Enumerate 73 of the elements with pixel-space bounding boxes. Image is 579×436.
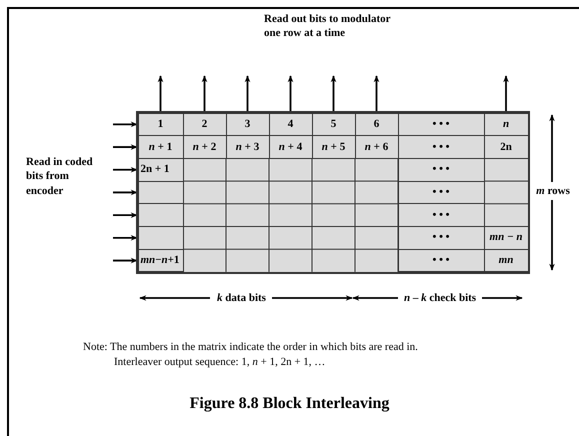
- matrix-cell: [268, 135, 312, 159]
- dimension-label: m rows: [535, 184, 571, 198]
- cell-text: 4: [288, 118, 294, 130]
- cell-text: 6: [374, 118, 380, 130]
- heading-text: Read out bits to modulator one row at a time: [264, 12, 392, 41]
- cell-text: n: [502, 118, 510, 130]
- cell-text: • • •: [432, 164, 450, 176]
- arrow: [113, 122, 138, 128]
- matrix-cell: [354, 135, 398, 159]
- figure-caption: Figure 8.8 Block Interleaving: [188, 395, 390, 413]
- matrix-cell: [312, 112, 356, 136]
- dimension-label: n – k check bits: [402, 291, 478, 306]
- cell-text: • • •: [432, 255, 450, 266]
- cell-text: 2n: [500, 142, 512, 153]
- arrow: [113, 212, 138, 218]
- cell-text: • • •: [432, 142, 450, 153]
- matrix-cell: [138, 226, 184, 250]
- cell-text: • • •: [432, 186, 450, 198]
- matrix-cell: [398, 135, 484, 159]
- cell-text: • • •: [432, 232, 450, 244]
- note-text: Note: The numbers in the matrix indicate the order in which bits are read in.: [83, 340, 419, 354]
- cell-text: n + 5: [322, 142, 346, 153]
- arrow: [244, 75, 250, 112]
- side-label: Read in coded bits from encoder: [26, 155, 94, 198]
- matrix-cell: [268, 112, 312, 136]
- arrow: [503, 75, 509, 112]
- matrix-cell: [226, 135, 270, 159]
- note-text: Interleaver output sequence: 1, n + 1, 2n + 1, …: [114, 355, 326, 370]
- matrix-cell: [182, 135, 226, 159]
- cell-text: n + 6: [364, 142, 388, 153]
- matrix-cell: [398, 158, 484, 182]
- matrix-cell: [354, 112, 398, 136]
- matrix-cell: [138, 248, 184, 272]
- arrow: [113, 144, 138, 150]
- cell-text: 2: [202, 118, 208, 130]
- cell-text: 5: [330, 118, 336, 130]
- matrix-cell: [138, 203, 184, 227]
- matrix-cell: [138, 158, 184, 182]
- arrow: [113, 166, 138, 173]
- cell-text: 1: [158, 118, 164, 130]
- cell-text: 2n + 1: [140, 164, 170, 176]
- cell-text: n + 4: [278, 142, 302, 153]
- cell-text: • • •: [432, 210, 450, 221]
- arrow: [330, 75, 336, 112]
- cell-text: n + 3: [236, 142, 260, 153]
- matrix-cell: [226, 112, 270, 136]
- arrow: [202, 75, 208, 112]
- arrow: [113, 190, 138, 196]
- matrix-cell: [398, 226, 484, 250]
- matrix-cell: [138, 112, 184, 136]
- matrix-cell: [484, 135, 528, 159]
- arrow: [113, 235, 138, 241]
- cell-text: mn − n: [490, 232, 522, 244]
- cell-text: mn−n+1: [140, 255, 180, 266]
- arrow: [158, 75, 164, 112]
- cell-text: n + 2: [192, 142, 216, 153]
- cell-text: • • •: [432, 118, 450, 130]
- matrix-cell: [138, 135, 184, 159]
- matrix-cell: [138, 180, 184, 204]
- interleaver-matrix: [138, 113, 528, 272]
- arrow: [374, 75, 380, 112]
- arrow: [113, 258, 138, 264]
- arrow: [288, 75, 294, 112]
- cell-text: mn: [498, 255, 514, 266]
- matrix-cell: [398, 248, 484, 272]
- cell-text: n + 1: [148, 142, 172, 153]
- matrix-cell: [398, 180, 484, 204]
- dimension-label: k data bits: [216, 291, 267, 306]
- cell-text: 3: [244, 118, 250, 130]
- matrix-cell: [312, 135, 356, 159]
- matrix-cell: [398, 203, 484, 227]
- matrix-cell: [182, 112, 226, 136]
- matrix-cell: [398, 112, 484, 136]
